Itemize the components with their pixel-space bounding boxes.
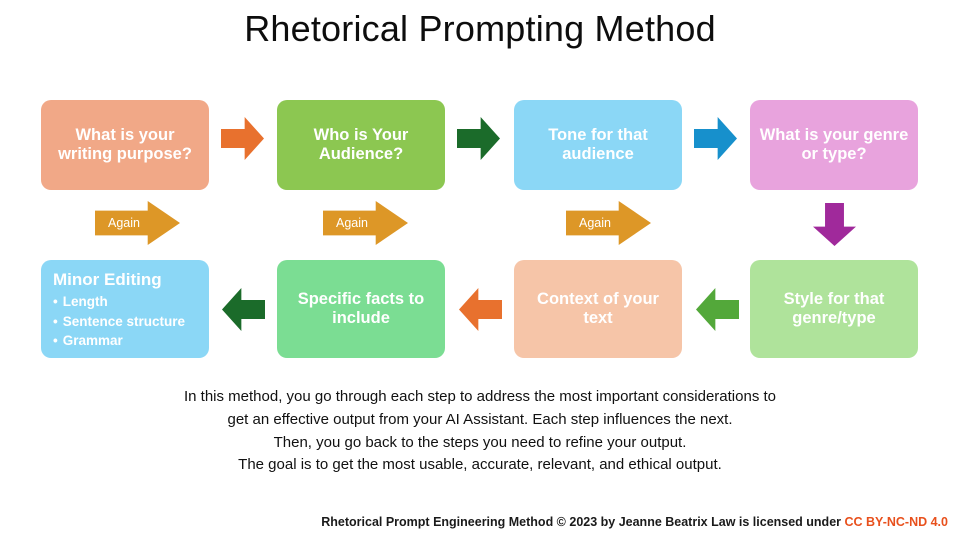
license-attribution-text: Rhetorical Prompt Engineering Method © 2… xyxy=(321,515,845,529)
arrow-facts-to-editing-icon xyxy=(222,288,265,331)
list-item: Sentence structure xyxy=(53,312,185,332)
step-box-specific-facts-label: Specific facts to include xyxy=(297,289,425,327)
method-description: In this method, you go through each step… xyxy=(0,386,960,477)
step-box-style[interactable]: Style for that genre/type xyxy=(750,260,918,358)
step-box-writing-purpose[interactable]: What is your writing purpose? xyxy=(41,100,209,190)
arrow-style-to-context-icon xyxy=(696,288,739,331)
description-line-2: get an effective output from your AI Ass… xyxy=(227,410,733,428)
license-footer: Rhetorical Prompt Engineering Method © 2… xyxy=(0,515,948,529)
step-box-context-label: Context of your text xyxy=(537,289,659,327)
description-line-3: Then, you go back to the steps you need … xyxy=(273,433,687,451)
step-box-genre-label: What is your genre or type? xyxy=(759,125,909,163)
step-box-tone-label: Tone for that audience xyxy=(548,125,648,163)
again-arrow-1-label: Again xyxy=(108,216,140,230)
page-title: Rhetorical Prompting Method xyxy=(244,8,716,49)
again-arrow-3-label: Again xyxy=(579,216,611,230)
step-box-minor-editing-label: Minor Editing xyxy=(53,270,162,289)
rhetorical-method-flowchart: What is your writing purpose? Who is You… xyxy=(0,0,960,400)
again-arrow-2[interactable]: Again xyxy=(323,201,408,245)
license-link[interactable]: CC BY-NC-ND 4.0 xyxy=(844,515,949,529)
step-box-style-label: Style for that genre/type xyxy=(783,289,885,327)
step-box-audience[interactable]: Who is Your Audience? xyxy=(277,100,445,190)
again-arrow-3[interactable]: Again xyxy=(566,201,651,245)
minor-editing-bullet-list: Length Sentence structure Grammar xyxy=(53,292,185,351)
description-line-4: The goal is to get the most usable, accu… xyxy=(238,456,722,474)
step-box-tone[interactable]: Tone for that audience xyxy=(514,100,682,190)
step-box-genre[interactable]: What is your genre or type? xyxy=(750,100,918,190)
again-arrow-2-label: Again xyxy=(336,216,368,230)
arrow-tone-to-genre-icon xyxy=(694,117,737,160)
step-box-context[interactable]: Context of your text xyxy=(514,260,682,358)
step-box-audience-label: Who is Your Audience? xyxy=(313,125,409,163)
arrow-audience-to-tone-icon xyxy=(457,117,500,160)
description-line-1: In this method, you go through each step… xyxy=(183,388,776,405)
step-box-specific-facts[interactable]: Specific facts to include xyxy=(277,260,445,358)
arrow-context-to-facts-icon xyxy=(459,288,502,331)
list-item: Grammar xyxy=(53,331,185,351)
arrow-purpose-to-audience-icon xyxy=(221,117,264,160)
list-item: Length xyxy=(53,292,185,312)
again-arrow-1[interactable]: Again xyxy=(95,201,180,245)
step-box-writing-purpose-label: What is your writing purpose? xyxy=(58,125,192,163)
arrow-genre-to-style-icon xyxy=(813,203,856,246)
step-box-minor-editing[interactable]: Minor Editing Length Sentence structure … xyxy=(41,260,209,358)
